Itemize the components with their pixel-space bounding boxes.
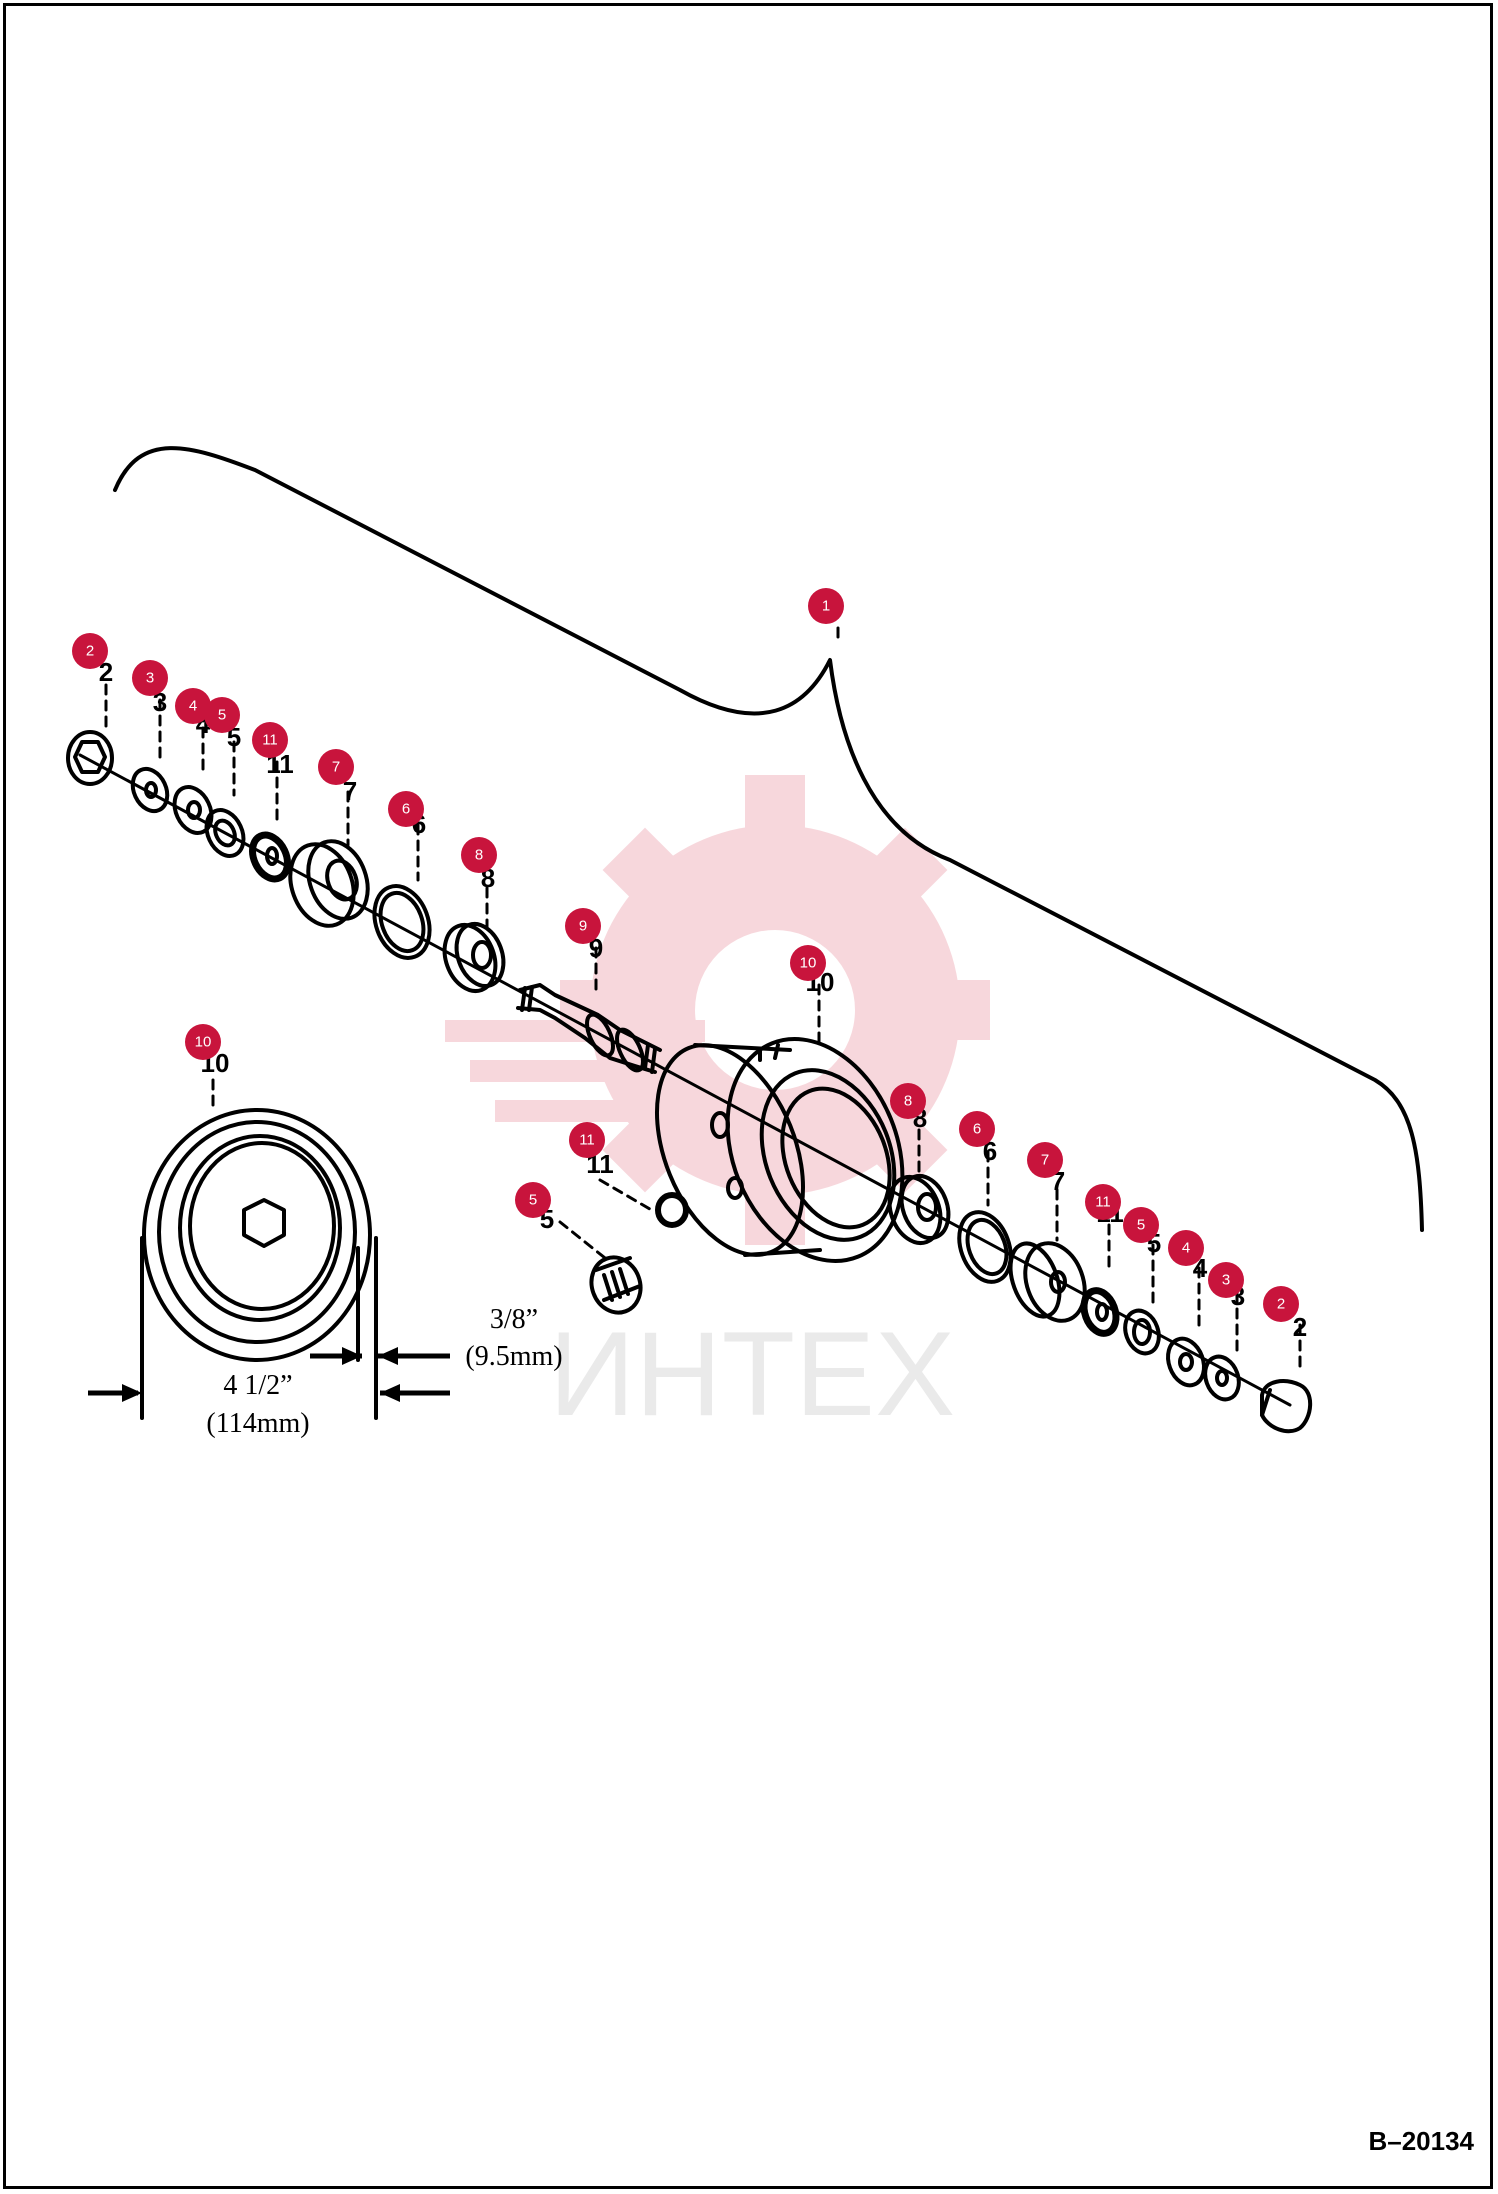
dimension-width-inches: 4 1/2” xyxy=(223,1370,292,1401)
svg-text:5: 5 xyxy=(1137,1217,1145,1234)
watermark: ИНТЕХ xyxy=(445,775,990,1441)
bearing-right-8 xyxy=(887,1174,951,1245)
callout-badge-2[interactable]: 2 xyxy=(1263,1286,1299,1322)
callout-badge-5[interactable]: 5 xyxy=(515,1182,551,1218)
callout-badge-11[interactable]: 11 xyxy=(252,722,288,758)
svg-text:8: 8 xyxy=(475,847,483,864)
svg-text:11: 11 xyxy=(262,732,278,749)
svg-text:5: 5 xyxy=(529,1192,537,1209)
seal-left-11 xyxy=(249,831,291,883)
svg-text:3: 3 xyxy=(1222,1272,1230,1289)
callout-badge-7[interactable]: 7 xyxy=(318,749,354,785)
washer-right-5 xyxy=(1123,1308,1161,1356)
bearing-cap-right-7 xyxy=(1008,1241,1087,1323)
dimension-flange-inches: 3/8” xyxy=(490,1304,538,1335)
callout-badge-2[interactable]: 2 xyxy=(72,633,108,669)
callout-badge-5[interactable]: 5 xyxy=(1123,1207,1159,1243)
assembly-bracket xyxy=(113,446,1424,1232)
watermark-text: ИНТЕХ xyxy=(549,1307,955,1441)
callout-badge-6[interactable]: 6 xyxy=(959,1111,995,1147)
washer-left-4 xyxy=(172,785,214,835)
roller-wheel-10 xyxy=(654,1037,905,1263)
dimension-width-mm: (114mm) xyxy=(206,1408,309,1439)
svg-text:11: 11 xyxy=(1095,1194,1111,1211)
seal-side-11 xyxy=(655,1192,689,1228)
item-number: 2 xyxy=(99,657,113,687)
svg-text:5: 5 xyxy=(218,707,226,724)
svg-text:8: 8 xyxy=(904,1093,912,1110)
callout-badges: 1 2 3 4 5 11 7 6 8 9 10 10 11 5 8 6 7 11… xyxy=(72,588,1299,1322)
svg-text:3: 3 xyxy=(146,670,154,687)
plug-side-5 xyxy=(589,1255,643,1315)
callout-badge-8[interactable]: 8 xyxy=(461,837,497,873)
snap-ring-right-6 xyxy=(957,1210,1013,1284)
snap-ring-left-6 xyxy=(372,884,432,960)
callout-badge-5[interactable]: 5 xyxy=(204,697,240,733)
dimension-arrows xyxy=(88,1347,450,1402)
callout-badge-3[interactable]: 3 xyxy=(1208,1262,1244,1298)
callout-badge-6[interactable]: 6 xyxy=(388,791,424,827)
callout-badge-11[interactable]: 11 xyxy=(1085,1184,1121,1220)
svg-text:7: 7 xyxy=(1041,1152,1049,1169)
left-component-stack xyxy=(66,730,662,1074)
bearing-cap-left-7 xyxy=(288,839,370,928)
acorn-nut-left xyxy=(66,730,114,786)
side-fittings xyxy=(589,1192,689,1315)
callout-badge-8[interactable]: 8 xyxy=(890,1083,926,1119)
svg-text:2: 2 xyxy=(1277,1296,1285,1313)
drawing-frame xyxy=(3,3,1493,2189)
callout-badge-9[interactable]: 9 xyxy=(565,908,601,944)
hex-socket-icon xyxy=(242,1198,286,1248)
callout-badge-4[interactable]: 4 xyxy=(1168,1230,1204,1266)
shaft-9 xyxy=(516,983,662,1074)
item-number: 2 xyxy=(1293,1312,1307,1342)
seal-right-11 xyxy=(1080,1287,1120,1337)
svg-text:6: 6 xyxy=(973,1121,981,1138)
drawing-reference-code: B–20134 xyxy=(1368,2126,1474,2156)
dimension-flange-mm: (9.5mm) xyxy=(465,1341,562,1372)
callout-badge-3[interactable]: 3 xyxy=(132,660,168,696)
right-component-stack xyxy=(887,1174,1313,1434)
svg-text:10: 10 xyxy=(195,1034,212,1051)
callout-badge-1[interactable]: 1 xyxy=(808,588,844,624)
callout-badge-7[interactable]: 7 xyxy=(1027,1142,1063,1178)
svg-text:11: 11 xyxy=(579,1132,595,1149)
svg-text:9: 9 xyxy=(579,918,587,935)
washer-right-4 xyxy=(1166,1336,1206,1388)
svg-text:10: 10 xyxy=(800,955,817,972)
svg-text:1: 1 xyxy=(822,598,830,615)
acorn-nut-right xyxy=(1260,1379,1313,1434)
svg-text:2: 2 xyxy=(86,643,94,660)
callout-badge-10[interactable]: 10 xyxy=(185,1024,221,1060)
bearing-left-8 xyxy=(442,922,506,993)
washer-right-3 xyxy=(1203,1354,1241,1402)
svg-text:6: 6 xyxy=(402,801,410,818)
item-number: 7 xyxy=(343,776,357,806)
svg-text:4: 4 xyxy=(1182,1240,1190,1257)
svg-text:4: 4 xyxy=(189,698,197,715)
washer-left-5 xyxy=(204,808,246,858)
callout-badge-10[interactable]: 10 xyxy=(790,945,826,981)
callout-badge-11[interactable]: 11 xyxy=(569,1122,605,1158)
callout-badge-4[interactable]: 4 xyxy=(175,688,211,724)
svg-text:7: 7 xyxy=(332,759,340,776)
washer-left-3 xyxy=(130,766,170,814)
roller-front-view xyxy=(140,1108,378,1420)
